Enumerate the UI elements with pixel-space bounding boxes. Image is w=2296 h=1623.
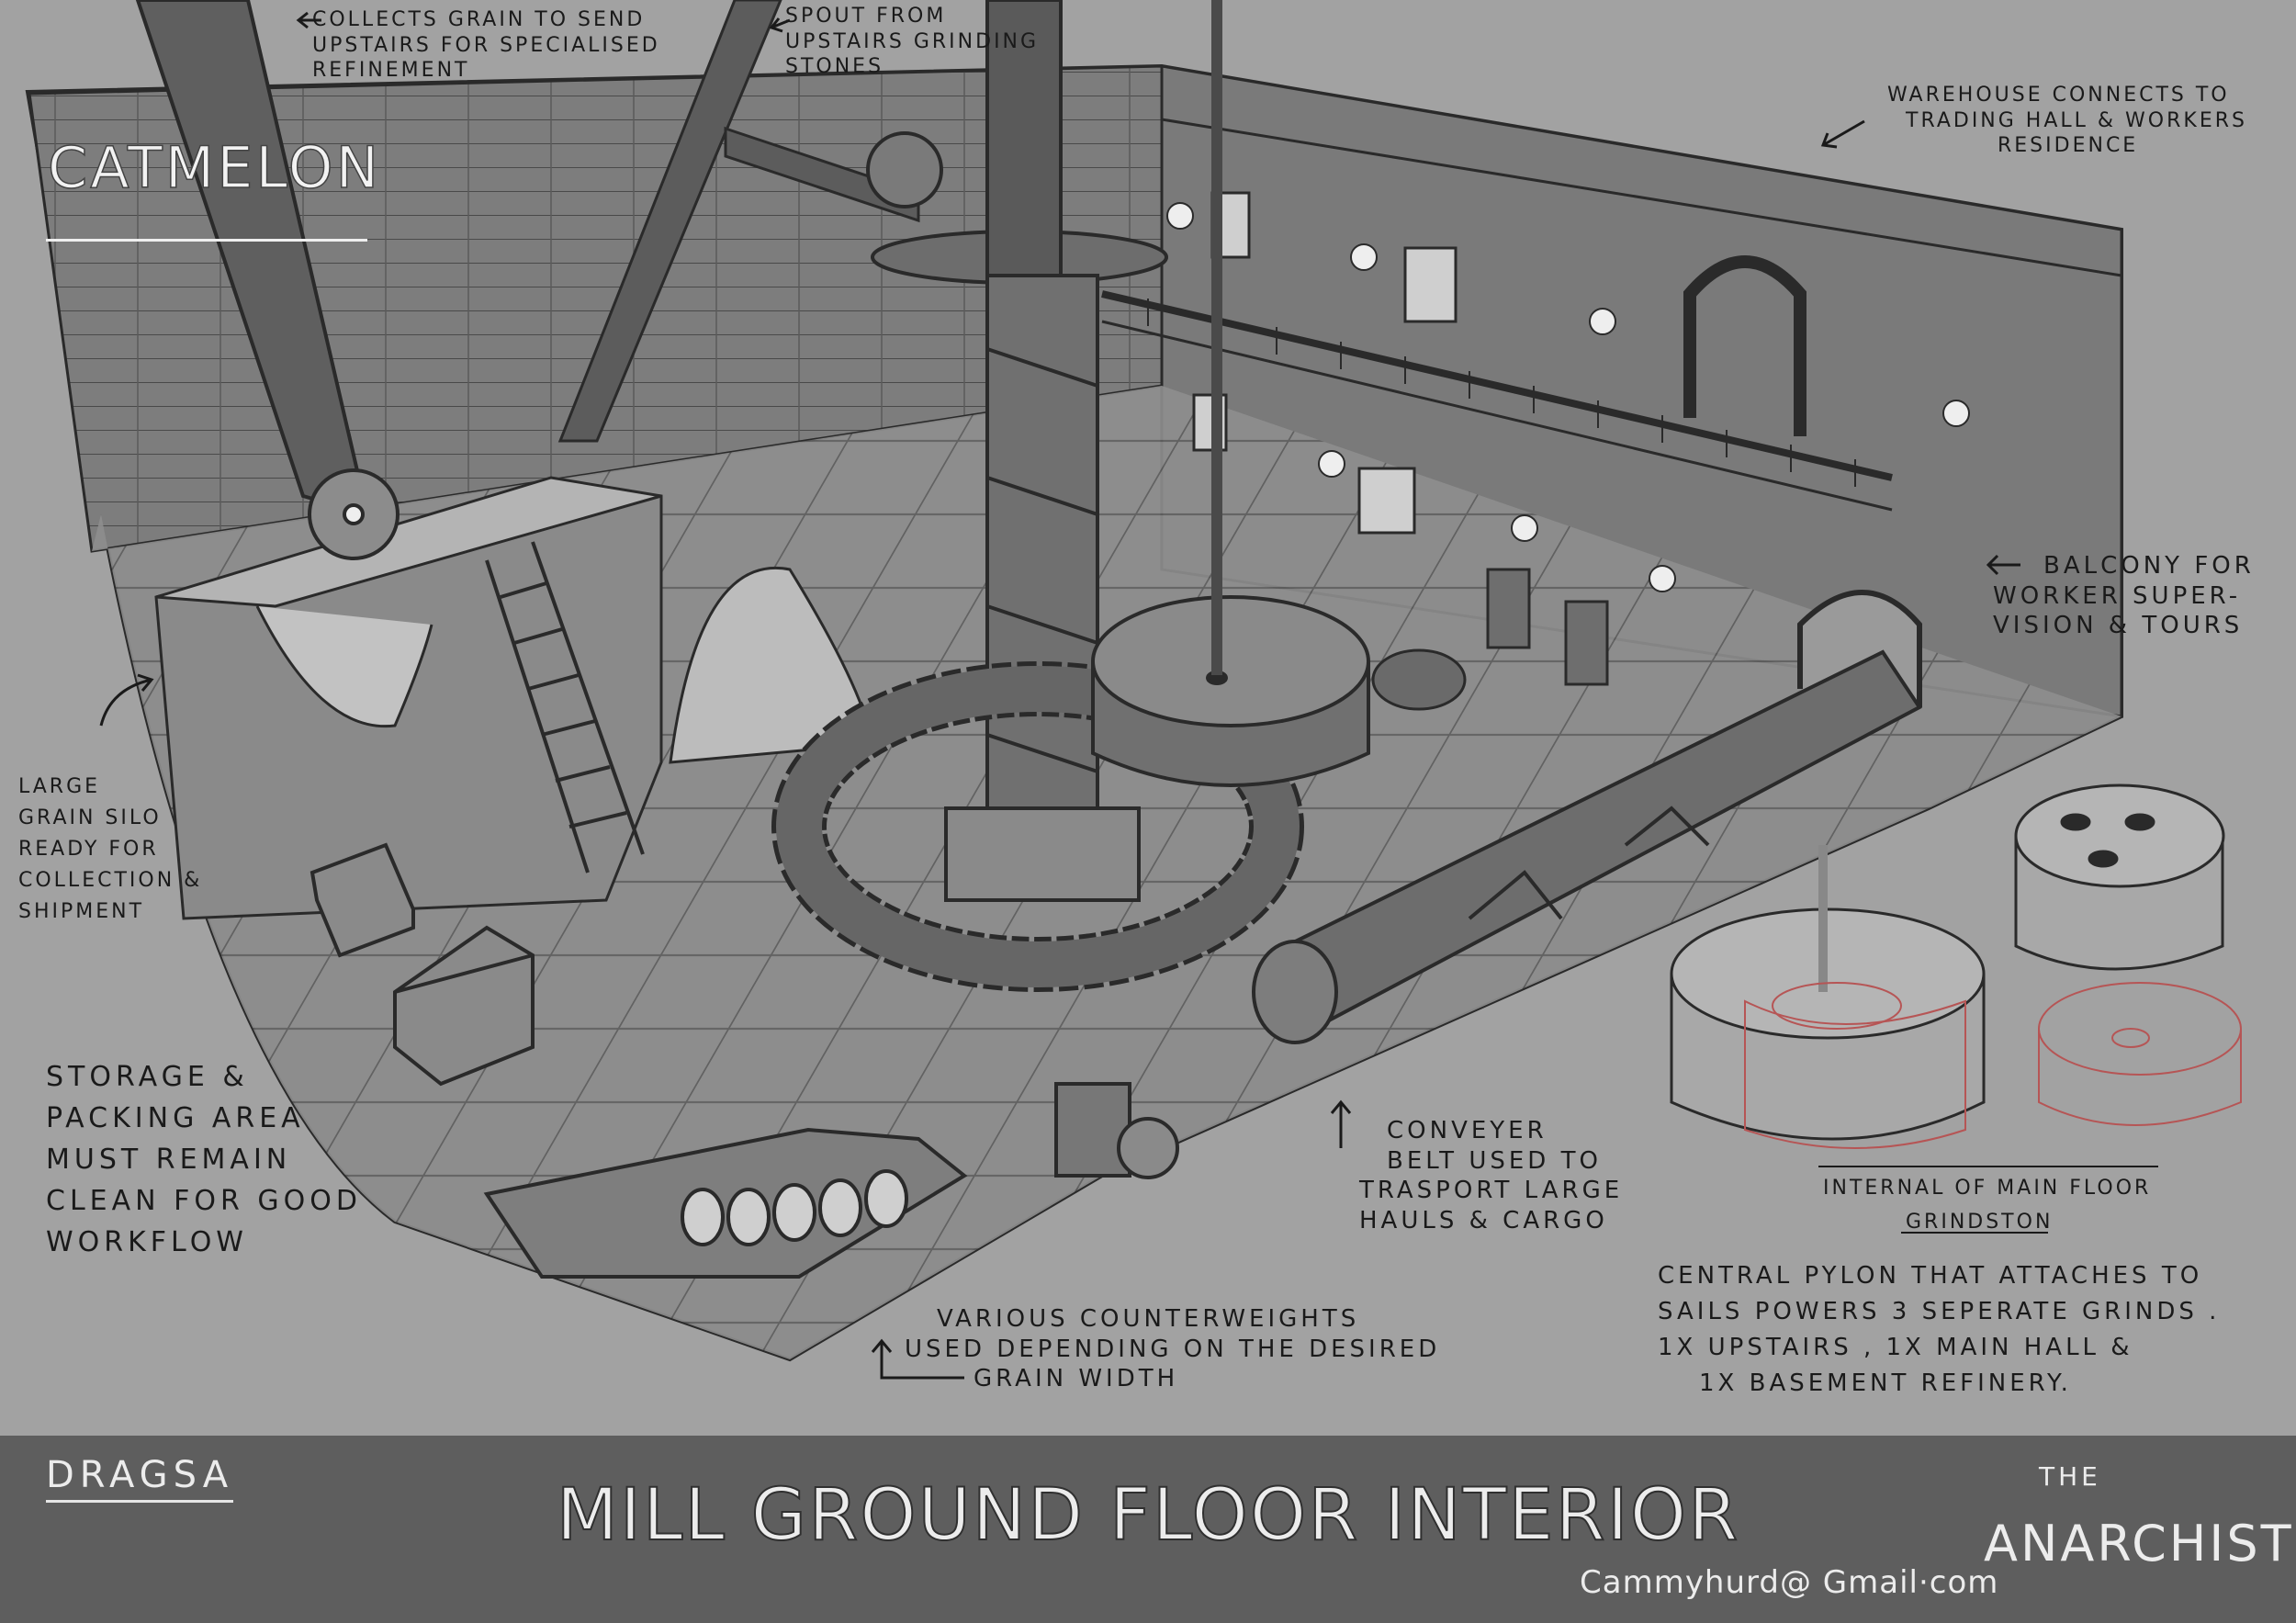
belt-elevator <box>135 0 400 560</box>
note-balcony: Balcony for worker super- vision & tours <box>1993 552 2255 639</box>
packing-table <box>483 1082 1179 1279</box>
grain-silo <box>154 476 663 920</box>
studio-name: Dragsa <box>46 1454 234 1503</box>
note-pylon: Central pylon that attaches to sails pow… <box>1658 1262 2221 1397</box>
conveyor-belt <box>1252 649 1922 1044</box>
note-grain-collect: Collects grain to send upstairs for spec… <box>312 8 660 82</box>
contact-email: Cammyhurd@ Gmail·com <box>1580 1564 1999 1601</box>
note-conveyer: Conveyer belt used to trasport large hau… <box>1359 1117 1624 1234</box>
project-name-prefix: The <box>2039 1461 2101 1492</box>
annotation-arrows <box>99 11 2020 1380</box>
gear-ring <box>771 661 1304 992</box>
note-warehouse: Warehouse connects to trading hall & wor… <box>1887 84 2247 157</box>
project-name: Anarchist <box>1984 1515 2294 1572</box>
grindstone-diagram-red <box>2038 982 2242 1126</box>
wall-lanterns <box>1166 202 1970 592</box>
main-grindstone <box>1091 0 1370 787</box>
mill-interior-illustration <box>25 0 2242 1380</box>
arch <box>1683 255 1806 436</box>
note-silo: Large grain silo ready for collection & … <box>18 775 203 924</box>
central-pylon <box>871 0 1168 902</box>
caption-underline <box>1818 1166 2158 1234</box>
catmelon-logo: Catmelon <box>47 133 381 202</box>
grindstone-diagram-cutaway <box>1670 845 1986 1149</box>
ladder <box>485 541 645 873</box>
note-grindstone-caption: Internal of main floor grindston <box>1823 1177 2152 1234</box>
page-title: Mill Ground floor interior <box>556 1473 1740 1558</box>
logo-underline <box>46 239 367 242</box>
floor-grate <box>1371 648 1467 711</box>
title-bar: Dragsa Mill Ground floor interior Cammyh… <box>0 1436 2296 1623</box>
grindstone-diagram-top <box>2014 783 2225 971</box>
support-beams <box>557 0 920 443</box>
note-spout: Spout from upstairs grinding stones <box>785 5 1040 78</box>
doors <box>1486 568 1609 686</box>
note-storage: Storage & packing area must remain clean… <box>46 1061 362 1258</box>
crates <box>310 842 535 1087</box>
balcony <box>1101 118 2122 512</box>
note-counterweights: Various counterweights used depending on… <box>905 1305 1441 1392</box>
spout-gear <box>866 131 943 209</box>
